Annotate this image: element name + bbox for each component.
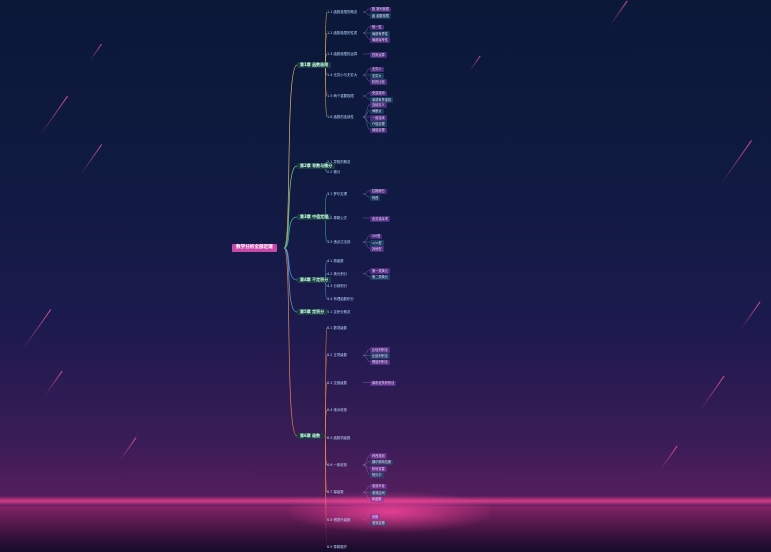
subtopic-node[interactable]: 其他型: [370, 246, 384, 252]
subtopic-node[interactable]: 拉格朗日: [370, 188, 387, 195]
topic-node[interactable]: 5.1 定积分概念: [327, 310, 351, 314]
connector: [362, 26, 371, 34]
subtopic-node[interactable]: 无穷小: [370, 66, 384, 73]
subtopic-node[interactable]: 0/0型: [370, 233, 383, 240]
subtopic-node[interactable]: 单调有界准则: [370, 97, 394, 103]
subtopic-node[interactable]: ∞/∞型: [370, 240, 384, 246]
connector: [283, 247, 298, 313]
branch-node[interactable]: 第6章 级数: [297, 433, 324, 440]
topic-node[interactable]: 4.2 换元积分: [327, 271, 348, 276]
subtopic-node[interactable]: 函 函数极限: [370, 13, 391, 19]
subtopic-node[interactable]: 系数: [370, 514, 381, 521]
subtopic-node[interactable]: 介值定理: [370, 121, 387, 127]
connector: [362, 235, 371, 243]
subtopic-node[interactable]: 收敛区间: [370, 490, 387, 496]
subtopic-node[interactable]: 魏尔斯特拉斯: [370, 459, 394, 466]
connector: [362, 190, 371, 195]
connector: [362, 68, 371, 76]
connector: [324, 216, 328, 243]
subtopic-node[interactable]: 一致连续: [370, 115, 387, 121]
branch-node[interactable]: 第1章 函数极限: [297, 62, 332, 69]
topic-node[interactable]: 1.5 两个重要极限: [327, 94, 354, 98]
connector: [362, 273, 371, 278]
topic-node[interactable]: 6.7 幂级数: [327, 490, 344, 495]
root-node[interactable]: 数学分析全部定理: [232, 244, 277, 253]
connector: [362, 92, 371, 97]
connector: [362, 193, 371, 198]
connector: [362, 348, 371, 356]
subtopic-node[interactable]: 局部有界性: [370, 31, 390, 37]
topic-node[interactable]: 1.2 函数极限的性质: [327, 31, 358, 35]
topic-node[interactable]: 4.4 有理函数积分: [327, 297, 354, 301]
subtopic-node[interactable]: 莱布尼茨判别法: [370, 380, 397, 387]
topic-node[interactable]: 3.2 泰勒公式: [327, 216, 348, 220]
subtopic-node[interactable]: 数 数列极限: [370, 6, 391, 13]
subtopic-node[interactable]: 狄利克雷: [370, 466, 387, 472]
connector: [283, 247, 298, 437]
subtopic-node[interactable]: 四则运算: [370, 52, 387, 58]
connector: [283, 165, 298, 249]
subtopic-node[interactable]: 阶的比较: [370, 79, 387, 85]
connector: [362, 270, 371, 274]
branch-node[interactable]: 第2章 导数与微分: [297, 163, 336, 170]
topic-node[interactable]: 1.4 无穷小与无穷大: [327, 73, 358, 77]
subtopic-node[interactable]: 比较判别法: [370, 346, 390, 353]
connector: [362, 32, 371, 40]
subtopic-node[interactable]: 柯西准则: [370, 453, 387, 459]
topic-node[interactable]: 2.2 微分: [327, 170, 341, 174]
connector: [324, 409, 328, 437]
topic-node[interactable]: 6.3 交错级数: [327, 380, 348, 385]
connector: [362, 74, 371, 82]
subtopic-node[interactable]: 局部保号性: [370, 37, 390, 43]
topic-node[interactable]: 6.9 泰勒展开: [327, 545, 348, 549]
subtopic-node[interactable]: 收敛半径: [370, 483, 387, 490]
connector: [362, 11, 371, 16]
branch-node[interactable]: 第5章 定积分: [297, 309, 328, 316]
branch-node[interactable]: 第4章 不定积分: [297, 277, 332, 284]
topic-node[interactable]: 4.3 分部积分: [327, 284, 348, 289]
topic-node[interactable]: 3.1 罗尔定理: [327, 192, 348, 196]
connector: [362, 464, 371, 475]
horizon-glow: [290, 492, 490, 532]
subtopic-node[interactable]: 间断点: [370, 108, 384, 115]
subtopic-node[interactable]: 柯西: [370, 195, 381, 201]
subtopic-node[interactable]: 根值判别法: [370, 359, 390, 366]
connector: [362, 104, 371, 118]
subtopic-node[interactable]: 第一类换元: [370, 268, 390, 275]
topic-node[interactable]: 6.2 正项级数: [327, 353, 348, 358]
subtopic-node[interactable]: 第二类换元: [370, 274, 390, 281]
subtopic-node[interactable]: 唯一性: [370, 24, 384, 31]
topic-node[interactable]: 1.6 函数的连续性: [327, 115, 354, 119]
connector: [362, 95, 371, 100]
subtopic-node[interactable]: 夹逼准则: [370, 90, 387, 97]
connector: [362, 8, 371, 13]
topic-node[interactable]: 6.5 函数项级数: [327, 435, 351, 440]
subtopic-node[interactable]: 连续定义: [370, 102, 387, 108]
topic-node[interactable]: 6.4 绝对收敛: [327, 408, 348, 413]
subtopic-node[interactable]: 无穷大: [370, 73, 384, 79]
topic-node[interactable]: 1.3 函数极限的运算: [327, 52, 358, 56]
connector: [283, 64, 298, 249]
subtopic-node[interactable]: 阿贝尔: [370, 472, 384, 479]
subtopic-node[interactable]: 最值定理: [370, 127, 387, 134]
branch-node[interactable]: 第3章 中值定理: [297, 214, 332, 221]
topic-node[interactable]: 6.6 一致收敛: [327, 462, 348, 467]
connector: [362, 241, 371, 249]
subtopic-node[interactable]: 皮亚诺余项: [370, 216, 390, 222]
connector: [362, 116, 371, 130]
topic-node[interactable]: 6.1 数项级数: [327, 326, 348, 330]
topic-node[interactable]: 6.8 傅里叶级数: [327, 517, 351, 522]
topic-node[interactable]: 1.1 函数极限的概念: [327, 10, 358, 14]
topic-node[interactable]: 3.3 洛必达法则: [327, 240, 351, 244]
connector: [362, 355, 371, 362]
subtopic-node[interactable]: 收敛定理: [370, 520, 387, 527]
topic-node[interactable]: 2.1 导数的概念: [327, 160, 351, 164]
subtopic-node[interactable]: 和函数: [370, 496, 384, 503]
topic-node[interactable]: 4.1 原函数: [327, 259, 344, 263]
subtopic-node[interactable]: 比值判别法: [370, 353, 390, 359]
connector: [283, 216, 298, 249]
